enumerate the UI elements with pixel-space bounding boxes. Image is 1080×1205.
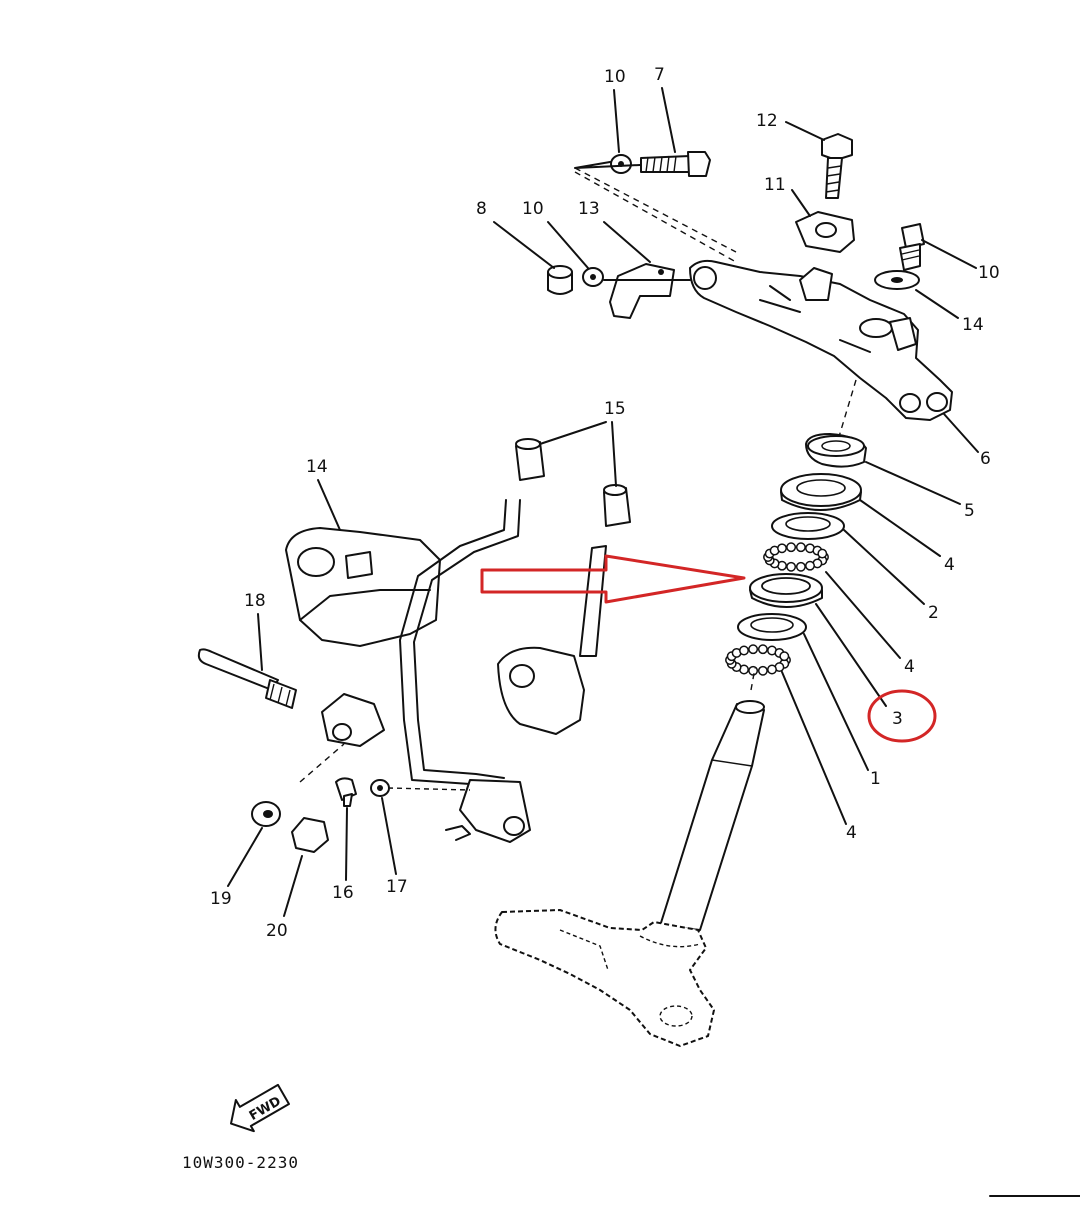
highlight-arrow [480, 554, 746, 604]
callout-16: 14 [306, 457, 328, 477]
callout-7: 6 [980, 449, 991, 469]
part-pivot-block [299, 693, 385, 783]
callout-17: 15 [604, 399, 626, 419]
part-handlebar-frame [399, 499, 607, 843]
part-lower-bracket [494, 909, 715, 1047]
part-washer-10-top [610, 154, 632, 174]
callout-13: 11 [764, 175, 786, 195]
part-washer-12 [874, 270, 920, 290]
bearing-ball [757, 644, 768, 655]
bearing-ball [817, 548, 828, 559]
callout-3: 3 [892, 709, 903, 729]
callout-4-lower: 4 [846, 823, 857, 843]
diagram-code: 10W300-2230 [182, 1153, 299, 1172]
bearing-ball [786, 561, 797, 572]
part-bearing-4-upper [763, 542, 829, 572]
leader-line-8-10 [574, 167, 737, 253]
callout-14: 12 [756, 111, 778, 131]
bearing-ball [748, 665, 759, 676]
callout-21: 19 [210, 889, 232, 909]
part-bushing-17b [603, 484, 631, 527]
callout-8: 7 [654, 65, 665, 85]
highlight-circle-part-3 [867, 689, 937, 743]
part-bolt-18 [335, 777, 357, 807]
callout-4-upper: 4 [904, 657, 915, 677]
bearing-ball [795, 561, 806, 572]
part-bearing-4-lower [725, 644, 791, 676]
callout-20: 18 [244, 591, 266, 611]
bearing-ball [786, 542, 797, 553]
callout-2: 2 [928, 603, 939, 623]
callout-5: 4 [944, 555, 955, 575]
callout-10-mid: 10 [522, 199, 544, 219]
leader-line-8-10b [574, 171, 737, 263]
bearing-ball [805, 560, 815, 571]
part-washer-19 [370, 779, 471, 797]
part-bracket-15 [603, 263, 691, 319]
bearing-ball [777, 543, 787, 554]
part-steering-stem [659, 667, 765, 931]
part-bracket-16 [285, 527, 441, 647]
callout-labels: 10 7 12 11 8 10 13 10 14 6 5 4 2 4 3 1 4… [210, 65, 1000, 941]
part-washer-5 [780, 473, 862, 511]
part-bolt-11 [899, 223, 925, 271]
part-cap-nut-9 [547, 265, 573, 295]
part-bushing-17a [515, 438, 545, 481]
part-bolt-8 [640, 151, 711, 177]
bearing-ball [739, 645, 749, 656]
part-nut-22 [291, 817, 329, 853]
callout-10-top: 10 [604, 67, 626, 87]
part-ring-nut-6 [805, 433, 867, 468]
callout-19: 17 [386, 877, 408, 897]
axis-dash-top [837, 379, 857, 441]
part-washer-10-left [582, 267, 604, 287]
bearing-ball [779, 651, 790, 662]
callout-11: 10 [978, 263, 1000, 283]
bearing-ball [757, 665, 768, 676]
part-race-3-highlighted [749, 573, 823, 608]
bearing-ball [748, 644, 759, 655]
callout-15: 13 [578, 199, 600, 219]
fwd-direction-mark: FWD [230, 1083, 290, 1133]
part-washer-21 [251, 801, 281, 827]
part-race-1 [737, 613, 807, 641]
callout-22: 20 [266, 921, 288, 941]
callout-9: 8 [476, 199, 487, 219]
bearing-ball [767, 664, 777, 675]
part-pin-20 [197, 648, 297, 709]
part-race-2 [771, 512, 845, 540]
part-upper-bracket-7 [689, 259, 953, 421]
part-bolt-14 [821, 133, 853, 199]
bearing-ball [795, 542, 806, 553]
callout-12: 14 [962, 315, 984, 335]
callout-1: 1 [870, 769, 881, 789]
callout-6: 5 [964, 501, 975, 521]
callout-18: 16 [332, 883, 354, 903]
part-clamp-13 [795, 211, 855, 253]
